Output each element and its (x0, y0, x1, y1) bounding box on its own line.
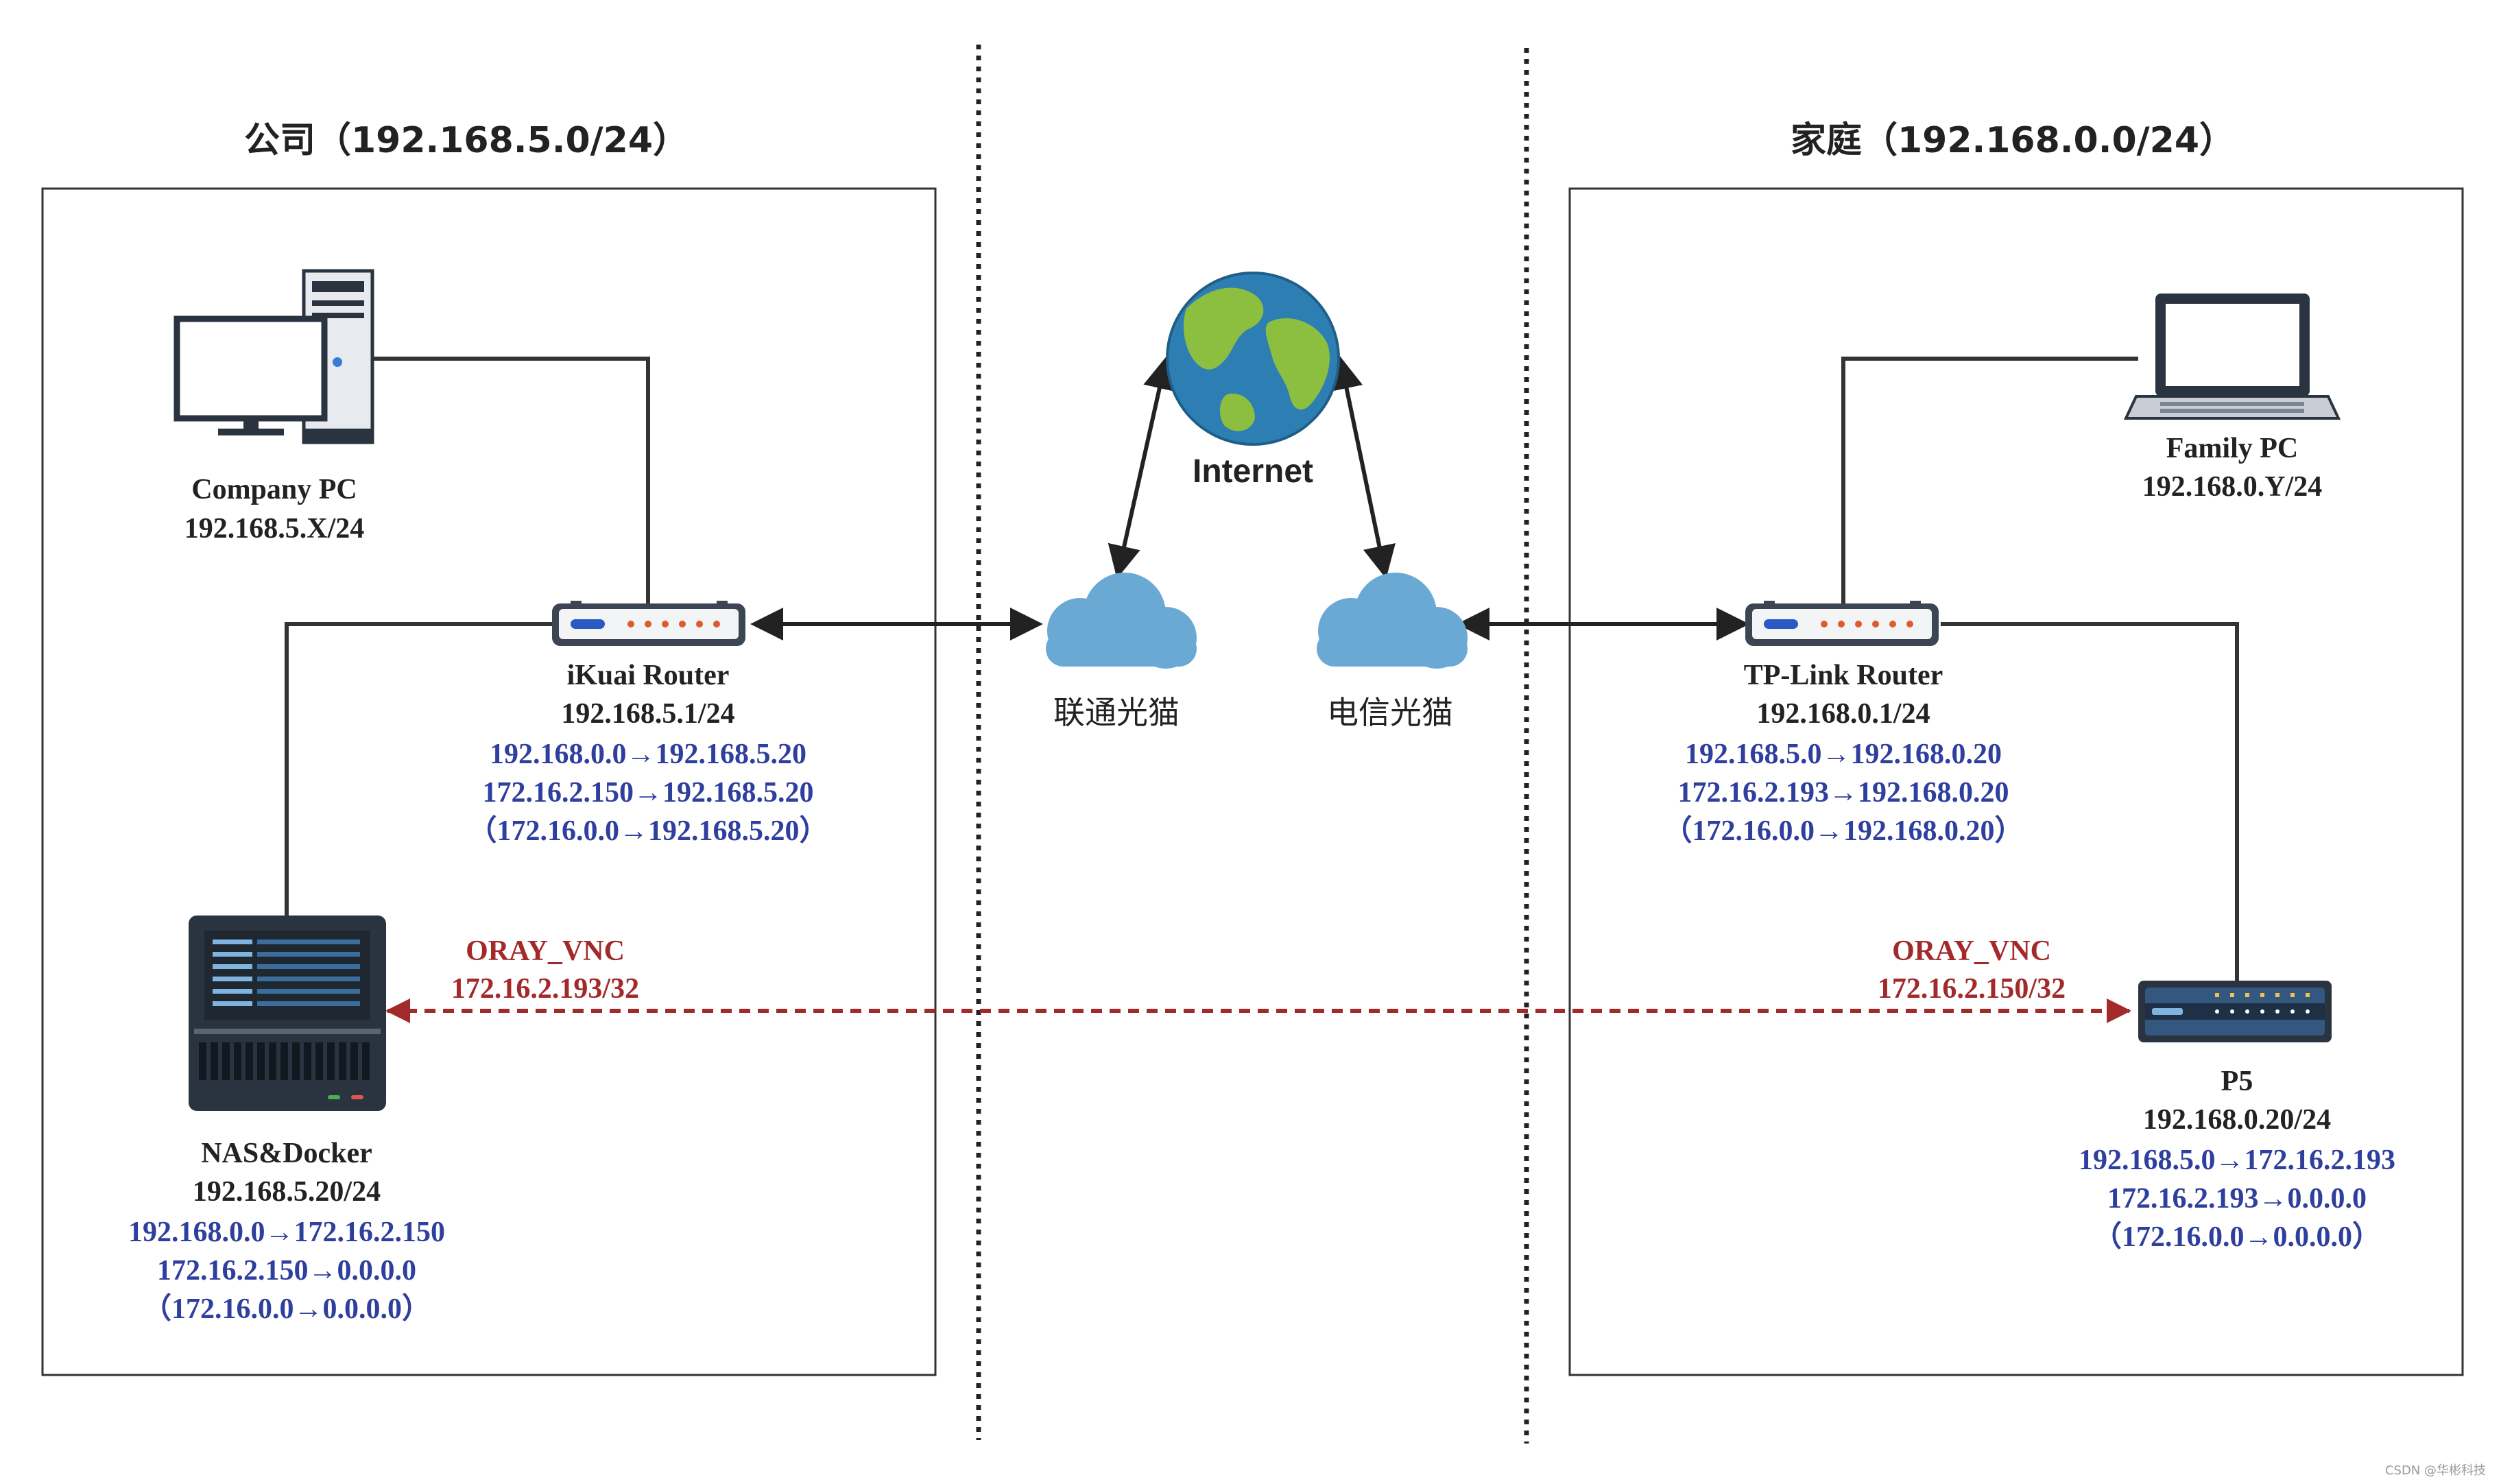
nas-route-3: （172.16.0.0→0.0.0.0） (143, 1293, 431, 1325)
company-pc-ip: 192.168.5.X/24 (184, 513, 365, 544)
ikuai-route-2: 172.16.2.150→192.168.5.20 (483, 777, 814, 809)
company-pc-name: Company PC (191, 474, 357, 505)
internet-globe-icon (1166, 272, 1340, 446)
nas-server-icon (189, 915, 386, 1111)
wire-tplink-to-p5 (1941, 622, 2239, 981)
family-pc-laptop-icon (2123, 294, 2341, 420)
unicom-modem-label: 联通光猫 (1053, 694, 1180, 731)
vpn-left-ip: 172.16.2.193/32 (451, 973, 639, 1005)
p5-route-3: （172.16.0.0→0.0.0.0） (2093, 1221, 2381, 1253)
p5-name: P5 (2221, 1066, 2253, 1097)
ikuai-router-name: iKuai Router (567, 660, 730, 691)
link-telecom-internet (1330, 356, 1396, 579)
ikuai-router-icon (552, 601, 745, 646)
telecom-cloud-icon (1317, 573, 1468, 669)
unicom-cloud-icon (1046, 573, 1197, 669)
wire-ikuai-to-nas (285, 622, 558, 915)
p5-device-icon (2138, 981, 2332, 1042)
wire-pc-to-ikuai (369, 357, 650, 606)
tplink-router-icon (1745, 601, 1939, 646)
family-pc-ip: 192.168.0.Y/24 (2142, 471, 2323, 503)
p5-route-2: 172.16.2.193→0.0.0.0 (2107, 1183, 2367, 1214)
family-pc-name: Family PC (2166, 433, 2298, 464)
ikuai-route-3: （172.16.0.0→192.168.5.20） (468, 815, 828, 847)
p5-route-1: 192.168.5.0→172.16.2.193 (2079, 1145, 2395, 1176)
tplink-route-1: 192.168.5.0→192.168.0.20 (1685, 739, 2002, 770)
telecom-modem-label: 电信光猫 (1327, 694, 1453, 731)
nas-route-2: 172.16.2.150→0.0.0.0 (157, 1255, 416, 1286)
tplink-route-2: 172.16.2.193→192.168.0.20 (1678, 777, 2009, 809)
nas-name: NAS&Docker (201, 1138, 372, 1169)
tplink-router-name: TP-Link Router (1744, 660, 1943, 691)
nas-ip: 192.168.5.20/24 (193, 1176, 381, 1208)
vpn-right-name: ORAY_VNC (1892, 935, 2051, 967)
ikuai-route-1: 192.168.0.0→192.168.5.20 (490, 739, 806, 770)
watermark: CSDN @华彬科技 (2385, 1463, 2486, 1478)
company-zone-title: 公司（192.168.5.0/24） (244, 120, 689, 161)
tplink-router-ip: 192.168.0.1/24 (1756, 698, 1930, 730)
company-zone-box (41, 187, 937, 1376)
vpn-right-ip: 172.16.2.150/32 (1878, 973, 2066, 1005)
vpn-left-name: ORAY_VNC (466, 935, 625, 967)
wire-familypc-to-tplink (1841, 357, 2138, 606)
link-unicom-internet (1108, 356, 1176, 579)
tplink-route-3: （172.16.0.0→192.168.0.20） (1663, 815, 2023, 847)
internet-label: Internet (1193, 453, 1313, 490)
company-pc-icon (173, 269, 374, 444)
ikuai-router-ip: 192.168.5.1/24 (561, 698, 734, 730)
home-zone-title: 家庭（192.168.0.0/24） (1791, 120, 2235, 161)
home-zone-box (1568, 187, 2464, 1376)
nas-route-1: 192.168.0.0→172.16.2.150 (128, 1217, 445, 1248)
p5-ip: 192.168.0.20/24 (2143, 1104, 2331, 1136)
